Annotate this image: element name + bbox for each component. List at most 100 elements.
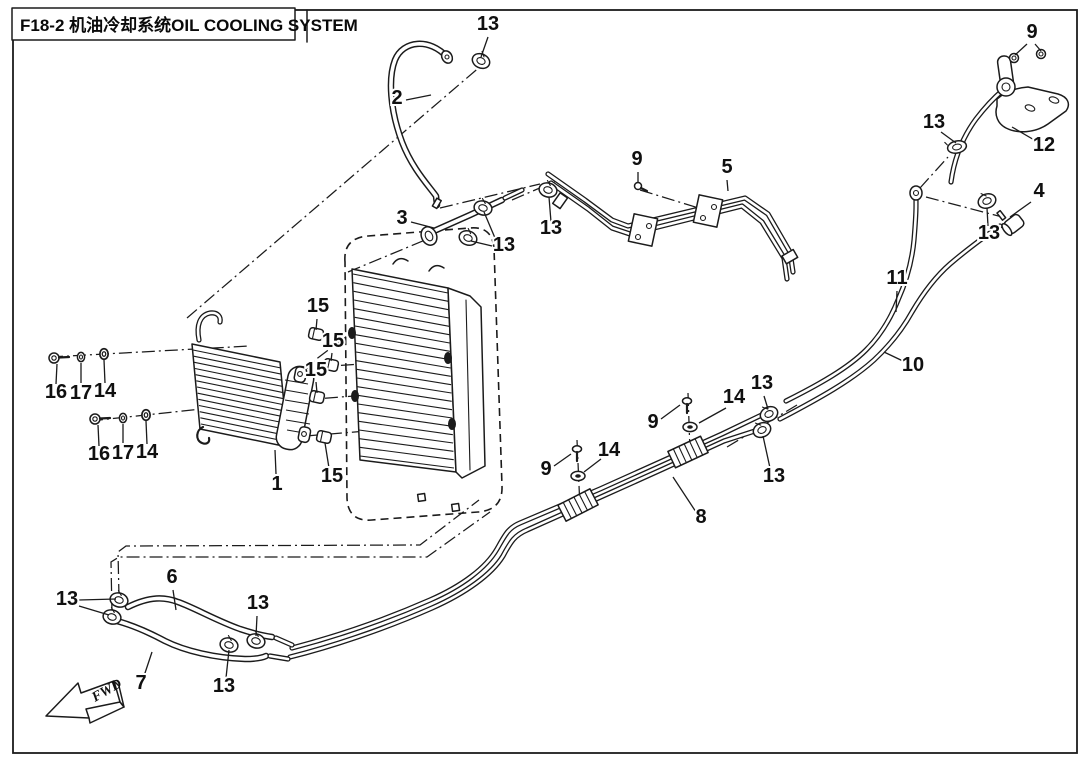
callout-8: 8 [695,506,706,528]
callout-6: 6 [166,566,177,588]
callout-leader [1011,126,1037,142]
callout-15: 15 [322,330,344,352]
oil-cooler [191,310,315,451]
callout-10: 10 [902,354,924,376]
pipe-11 [783,185,923,404]
grommet-15-icon [315,429,333,445]
callout-leader [762,435,771,469]
callout-13: 13 [213,675,235,697]
callout-13: 13 [978,222,1000,244]
pipe-10 [777,223,1003,422]
bolt-16-icon [88,412,112,426]
callout-leader [583,458,602,473]
cooler-fins [192,349,290,443]
callout-leader [763,395,769,410]
callout-5: 5 [721,156,732,178]
callout-leader [986,207,989,227]
callout-leader [548,196,552,223]
callout-leader [1014,43,1028,56]
hose-sleeve [557,488,599,522]
callout-leader [78,605,110,616]
callout-leader [405,94,432,101]
pipe-assembly-8 [287,408,773,660]
callout-13: 13 [540,217,562,239]
callout-13: 13 [247,592,269,614]
callout-leader [255,615,258,637]
washer-17-icon [118,412,128,424]
callout-13: 13 [477,13,499,35]
callout-leader [940,131,957,144]
callout-13: 13 [56,588,78,610]
callout-leader [1034,43,1042,52]
bolt-9-icon [1008,52,1020,64]
clamp-13-icon [974,188,999,212]
callout-leader [895,290,898,313]
page-border [12,9,1078,754]
callout-4: 4 [1033,180,1045,202]
callout-leader [225,649,230,679]
washer-17-icon [76,351,86,363]
callout-16: 16 [45,381,67,403]
callout-13: 13 [493,234,515,256]
washer-14-icon [140,408,152,422]
callout-leader [315,318,318,331]
callout-leader [672,476,697,513]
callout-leader [145,420,148,445]
callout-13: 13 [923,111,945,133]
callout-3: 3 [396,207,407,229]
radiator-fins [352,273,455,469]
callout-leader [553,453,572,467]
clamp-13-icon [469,48,494,72]
bolt-9-icon [681,396,693,415]
radiator-reference [344,227,503,521]
hose-sleeve [667,435,709,469]
callout-leader [410,221,435,229]
callout-leader [883,351,906,363]
callout-leader [470,240,493,247]
cap-4 [996,209,1025,237]
callout-leader [1009,201,1032,218]
callout-leader [97,424,100,447]
title-block: F18-2 机油冷却系统OIL COOLING SYSTEM [11,7,358,43]
fwd-arrow: FWD [45,677,125,724]
hose-7 [113,617,291,663]
bolt-9-icon [571,444,583,463]
washer-14-icon [682,421,698,433]
callout-7: 7 [135,672,146,694]
callout-11: 11 [886,267,907,289]
washer-14-icon [570,470,586,482]
callout-2: 2 [391,87,402,109]
clamp-13-icon [756,401,781,425]
callout-14: 14 [94,380,117,402]
callout-leader [698,407,727,424]
callout-9: 9 [540,458,551,480]
callout-15: 15 [321,465,343,487]
callout-leader [315,381,318,394]
callout-leader [483,211,496,239]
hose-2 [387,40,454,210]
callout-14: 14 [136,441,159,463]
bolt-16-icon [47,351,71,365]
callout-15: 15 [307,295,329,317]
callout-16: 16 [88,443,110,465]
callout-leader [324,442,330,469]
callout-9: 9 [647,411,658,433]
callout-1: 1 [271,473,282,495]
callout-13: 13 [763,465,785,487]
callout-leader [172,589,177,611]
callout-13: 13 [751,372,773,394]
callout-17: 17 [112,442,134,464]
page-title: F18-2 机油冷却系统OIL COOLING SYSTEM [20,15,358,35]
callout-leader [330,352,333,362]
pipe5-bracket [692,194,724,228]
callout-leader [480,36,489,58]
callout-17: 17 [70,382,92,404]
pipe5-bracket [627,213,659,247]
callout-9: 9 [631,148,642,170]
washer-14-icon [98,347,110,361]
callout-leader [78,598,117,601]
callout-leader [726,179,729,192]
callout-leader [103,359,106,384]
